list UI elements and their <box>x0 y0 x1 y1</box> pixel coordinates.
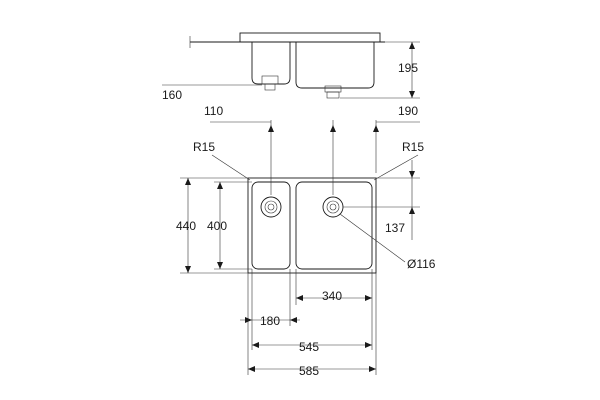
dim-400-label: 400 <box>207 219 227 233</box>
top-view <box>180 120 420 375</box>
radius-right-label: R15 <box>402 140 424 154</box>
dim-195-label: 195 <box>398 61 418 75</box>
dim-110-label: 110 <box>204 104 223 118</box>
dim-180-label: 180 <box>260 314 280 328</box>
radius-left-label: R15 <box>193 140 215 154</box>
dim-545-label: 545 <box>299 340 319 354</box>
dim-137-label: 137 <box>385 221 405 235</box>
dim-440-label: 440 <box>176 219 196 233</box>
dim-160-label: 160 <box>162 88 182 102</box>
dim-190-label: 190 <box>398 104 418 118</box>
dim-diameter-label: Ø116 <box>407 257 436 271</box>
drain-left <box>260 196 282 218</box>
dim-340-label: 340 <box>322 289 342 303</box>
dim-585-label: 585 <box>299 364 319 378</box>
side-view <box>162 32 420 99</box>
